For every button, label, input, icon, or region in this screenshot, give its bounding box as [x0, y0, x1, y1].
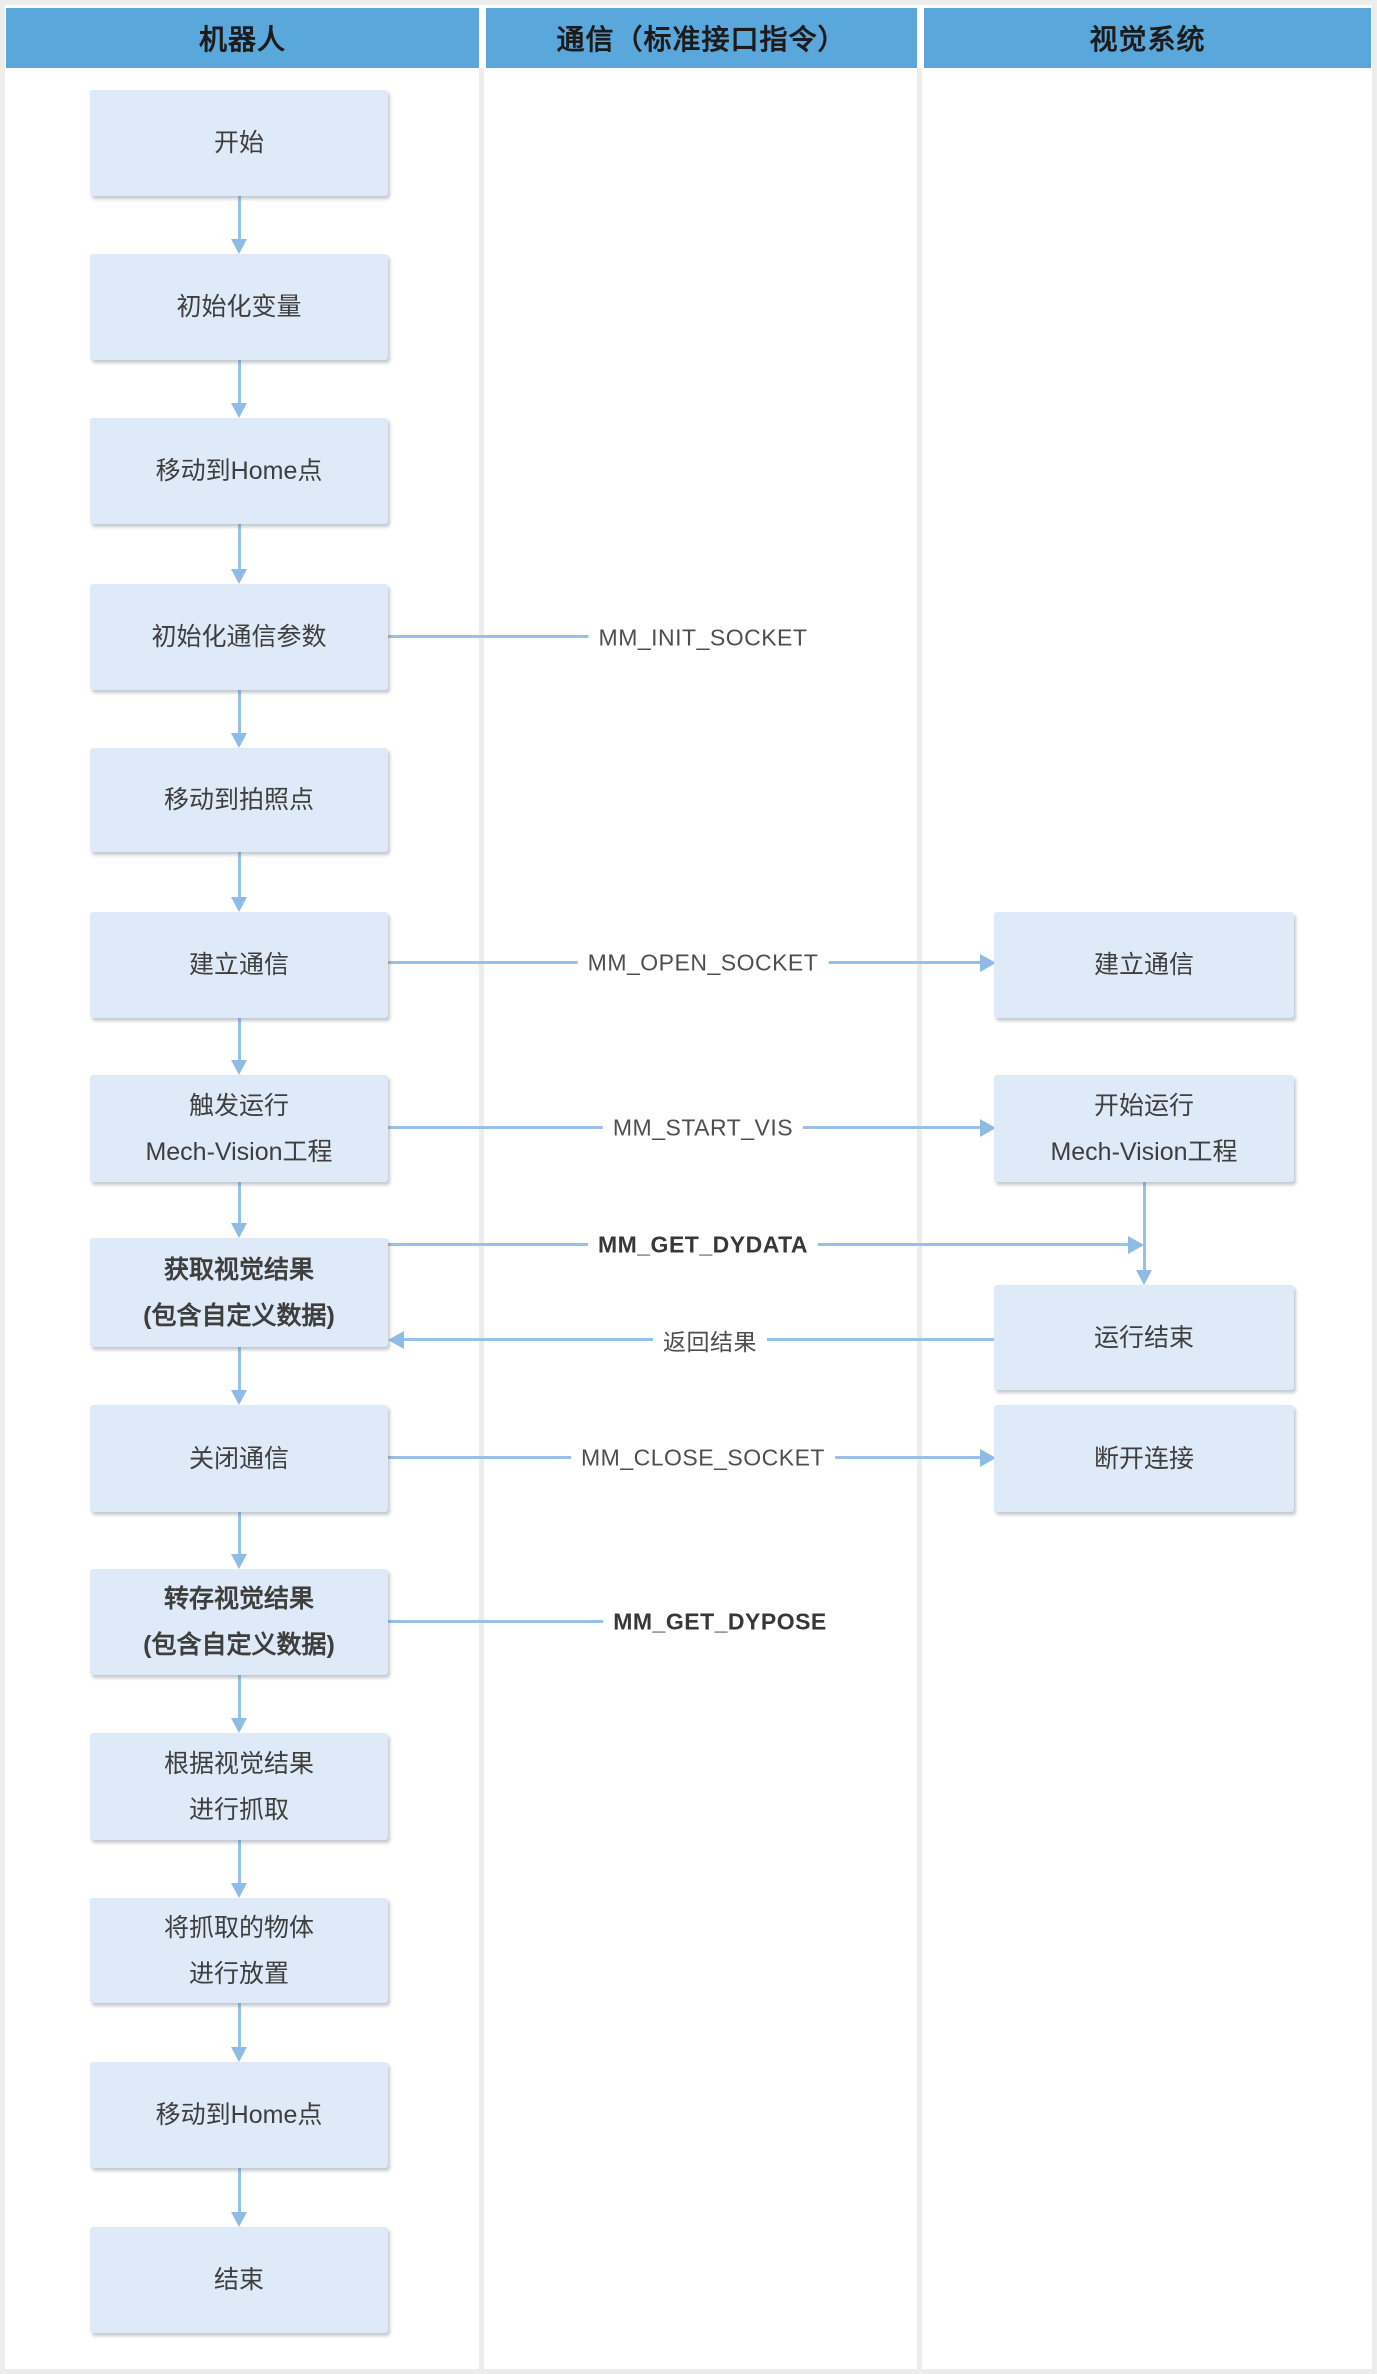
flow-node-establish-comm-label: 建立通信 — [188, 951, 289, 979]
down-arrow-11 — [231, 1840, 248, 1898]
lane-header-robot: 机器人 — [6, 8, 479, 68]
lane-header-robot-label: 机器人 — [198, 24, 286, 55]
flow-node-grasp-by-result: 根据视觉结果 进行抓取 — [90, 1733, 388, 1840]
flow-node-move-home-1: 移动到Home点 — [90, 418, 388, 524]
vision-node-start-project: 开始运行 Mech-Vision工程 — [994, 1075, 1294, 1182]
vision-node-run-finished-label: 运行结束 — [1093, 1323, 1194, 1352]
right-arrowhead-open-socket — [980, 954, 996, 972]
down-arrow-9 — [231, 1512, 248, 1569]
flow-node-move-home-1-label: 移动到Home点 — [155, 457, 323, 485]
lane-separator-1 — [479, 68, 484, 2369]
down-arrow-5 — [231, 852, 248, 912]
down-arrow-13 — [231, 2168, 248, 2227]
flow-node-close-comm: 关闭通信 — [90, 1405, 388, 1512]
lane-header-vision-label: 视觉系统 — [1089, 24, 1206, 55]
down-arrow-8 — [231, 1347, 248, 1405]
cmd-label-get-dypose-text: MM_GET_DYPOSE — [613, 1608, 827, 1635]
flow-node-init-variables: 初始化变量 — [90, 254, 388, 360]
right-arrowhead-start-vis — [980, 1119, 996, 1137]
lane-header-communication-label: 通信（标准接口指令） — [556, 24, 847, 55]
flow-node-trigger-vision-line1: 触发运行 — [188, 1091, 289, 1120]
down-arrow-12 — [231, 2003, 248, 2062]
flow-node-store-vision-result-line2: (包含自定义数据) — [143, 1631, 335, 1659]
cmd-label-get-dypose: MM_GET_DYPOSE — [603, 1608, 837, 1636]
lane-separator-2 — [917, 68, 922, 2369]
flow-node-init-variables-label: 初始化变量 — [176, 293, 302, 321]
connector-get-dypose — [388, 1620, 604, 1623]
flow-node-store-vision-result-line1: 转存视觉结果 — [163, 1585, 314, 1613]
flow-node-init-comm-params-label: 初始化通信参数 — [151, 623, 327, 651]
flow-node-establish-comm: 建立通信 — [90, 912, 388, 1018]
flow-node-end-label: 结束 — [213, 2266, 264, 2294]
cmd-label-close-socket: MM_CLOSE_SOCKET — [571, 1444, 835, 1472]
vision-node-run-finished: 运行结束 — [994, 1285, 1294, 1390]
flow-node-get-vision-result: 获取视觉结果 (包含自定义数据) — [90, 1238, 388, 1347]
flow-node-get-vision-result-line1: 获取视觉结果 — [163, 1255, 314, 1284]
flow-node-store-vision-result: 转存视觉结果 (包含自定义数据) — [90, 1569, 388, 1675]
flow-node-get-vision-result-line2: (包含自定义数据) — [143, 1301, 335, 1330]
cmd-label-open-socket: MM_OPEN_SOCKET — [577, 949, 829, 977]
cmd-label-return-result: 返回结果 — [653, 1323, 767, 1357]
vision-node-disconnect: 断开连接 — [994, 1405, 1294, 1512]
flow-node-trigger-vision-project: 触发运行 Mech-Vision工程 — [90, 1075, 388, 1182]
down-arrow-6 — [231, 1018, 248, 1075]
flow-node-move-capture-point-label: 移动到拍照点 — [163, 786, 314, 814]
flow-node-place-line2: 进行放置 — [188, 1959, 289, 1988]
down-arrow-4 — [231, 690, 248, 748]
cmd-label-start-vis-text: MM_START_VIS — [612, 1114, 794, 1141]
down-arrow-7 — [231, 1182, 248, 1238]
cmd-label-start-vis: MM_START_VIS — [602, 1114, 804, 1142]
flow-node-start-label: 开始 — [213, 129, 264, 157]
down-arrow-3 — [231, 524, 248, 584]
flow-node-trigger-vision-line2: Mech-Vision工程 — [145, 1137, 333, 1166]
flow-node-init-comm-params: 初始化通信参数 — [90, 584, 388, 690]
flow-node-place-object: 将抓取的物体 进行放置 — [90, 1898, 388, 2003]
flow-node-place-line1: 将抓取的物体 — [163, 1913, 314, 1942]
flow-node-move-home-2: 移动到Home点 — [90, 2062, 388, 2168]
connector-init-socket — [388, 635, 593, 638]
cmd-label-open-socket-text: MM_OPEN_SOCKET — [587, 949, 819, 976]
vision-node-disconnect-label: 断开连接 — [1093, 1444, 1194, 1473]
lane-header-communication: 通信（标准接口指令） — [486, 8, 917, 68]
down-arrow-1 — [231, 196, 248, 254]
lane-header-vision: 视觉系统 — [924, 8, 1371, 68]
flow-node-move-home-2-label: 移动到Home点 — [155, 2101, 323, 2129]
vision-node-start-project-line2: Mech-Vision工程 — [1050, 1137, 1238, 1166]
left-arrowhead-return-result — [388, 1331, 404, 1349]
cmd-label-init-socket-text: MM_INIT_SOCKET — [598, 624, 808, 651]
right-arrowhead-close-socket — [980, 1449, 996, 1467]
flow-node-close-comm-label: 关闭通信 — [188, 1444, 289, 1473]
vision-node-establish-comm: 建立通信 — [994, 912, 1294, 1018]
down-arrow-2 — [231, 360, 248, 418]
flow-node-grasp-line1: 根据视觉结果 — [163, 1749, 314, 1778]
cmd-label-close-socket-text: MM_CLOSE_SOCKET — [581, 1444, 825, 1471]
cmd-label-init-socket: MM_INIT_SOCKET — [588, 624, 818, 652]
flow-node-move-capture-point: 移动到拍照点 — [90, 748, 388, 852]
cmd-label-get-dydata-text: MM_GET_DYDATA — [597, 1231, 809, 1258]
flow-node-grasp-line2: 进行抓取 — [188, 1795, 289, 1824]
right-arrowhead-get-dydata — [1128, 1236, 1144, 1254]
down-arrow-vision — [1136, 1182, 1153, 1285]
cmd-label-get-dydata: MM_GET_DYDATA — [587, 1231, 819, 1259]
down-arrow-10 — [231, 1675, 248, 1733]
flow-node-end: 结束 — [90, 2227, 388, 2333]
cmd-label-return-result-text: 返回结果 — [663, 1329, 757, 1355]
flow-node-start: 开始 — [90, 90, 388, 196]
vision-node-establish-comm-label: 建立通信 — [1093, 951, 1194, 979]
vision-node-start-project-line1: 开始运行 — [1093, 1091, 1194, 1120]
